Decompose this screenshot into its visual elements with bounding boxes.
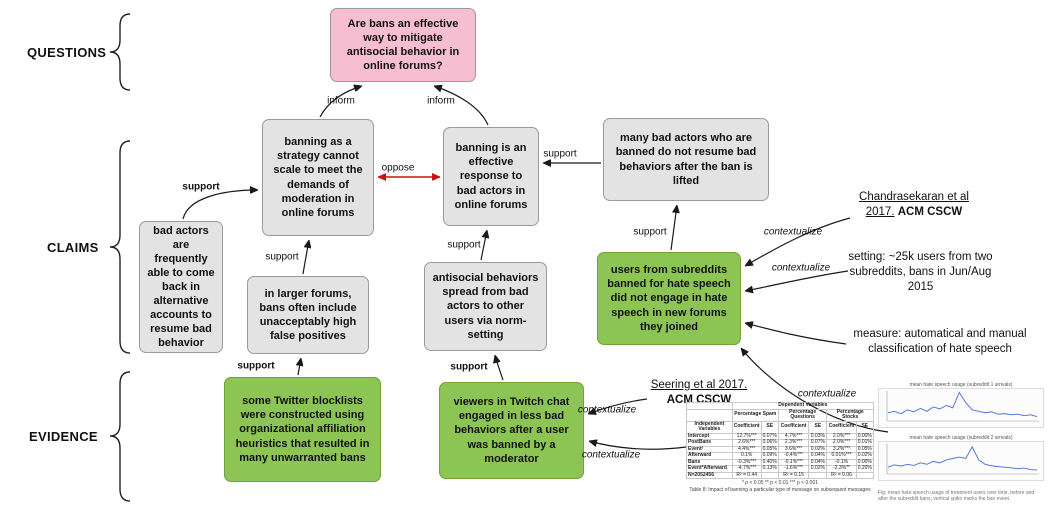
regression-table-thumbnail[interactable]: Dependent Variables Percentage Spam Perc…: [686, 402, 875, 493]
figure-title-2: mean hate speech usage (subreddit 2 arri…: [909, 435, 1013, 441]
edge-support-altaccounts-scale: [182, 190, 259, 220]
claim-alt-accounts-node[interactable]: bad actors are frequently able to come b…: [139, 221, 223, 353]
edge-support-twitch-normsetting: [495, 355, 504, 381]
claim-no-resume-text: many bad actors who are banned do not re…: [615, 132, 757, 187]
edge-label-support-6: support: [237, 360, 275, 372]
table-caption: Table 8: Impact of banning a particular …: [689, 487, 871, 493]
edge-ctx-chandrasekaran-subreddits: [745, 217, 851, 267]
setting-note[interactable]: setting: ~25k users from two subreddits,…: [848, 251, 993, 293]
claims-brace: [109, 140, 131, 354]
evidence-subreddits-text: users from subreddits banned for hate sp…: [607, 264, 731, 333]
edge-support-subreddits-noresume: [670, 204, 677, 251]
claim-effective-node[interactable]: banning is an effective response to bad …: [443, 127, 539, 226]
claim-norm-setting-text: antisocial behaviors spread from bad act…: [432, 272, 539, 341]
edge-label-inform-left: inform: [327, 95, 355, 107]
question-node[interactable]: Are bans an effective way to mitigate an…: [330, 8, 476, 82]
claim-effective-text: banning is an effective response to bad …: [454, 142, 528, 211]
edge-label-ctx-3: contextualize: [797, 388, 857, 400]
row-label-questions: QUESTIONS: [27, 45, 107, 60]
evidence-brace: [109, 371, 131, 502]
table-sub-se-3: SE: [855, 420, 875, 434]
edge-label-ctx-5: contextualize: [581, 449, 641, 461]
evidence-subreddits-node[interactable]: users from subreddits banned for hate sp…: [597, 252, 741, 345]
edge-label-ctx-2: contextualize: [771, 262, 831, 274]
table-sub-coef-3: Coefficient: [826, 420, 857, 434]
edge-label-oppose: oppose: [381, 162, 415, 174]
table-sub-coef-1: Coefficient: [731, 420, 762, 434]
seering-citation-text: Seering et al 2017.: [650, 379, 748, 391]
edge-support-normsetting-effective: [480, 230, 487, 261]
regression-table: Dependent Variables Percentage Spam Perc…: [686, 402, 875, 479]
edge-label-support-1: support: [182, 181, 220, 193]
row-label-claims: CLAIMS: [47, 240, 99, 255]
edge-ctx-setting-subreddits: [745, 270, 849, 291]
chandrasekaran-citation-venue: ACM CSCW: [897, 205, 963, 218]
edge-label-inform-right: inform: [427, 95, 455, 107]
edge-ctx-measure-subreddits: [745, 323, 847, 345]
table-colgroup-questions: Percentage Questions: [777, 408, 828, 422]
table-sub-se-1: SE: [760, 420, 779, 434]
edge-label-support-7: support: [450, 361, 488, 373]
table-footnote: * p < 0.05 ** p < 0.01 *** p < 0.001: [741, 480, 819, 486]
edge-label-support-4: support: [447, 239, 481, 251]
edge-support-blocklists-falsepositives: [298, 358, 301, 376]
claim-no-resume-node[interactable]: many bad actors who are banned do not re…: [603, 118, 769, 201]
claim-false-positives-text: in larger forums, bans often include una…: [259, 287, 357, 343]
edge-label-ctx-4: contextualize: [577, 404, 637, 416]
figure-caption: Fig: mean hate speech usage of treatment…: [878, 490, 1035, 502]
claim-cannot-scale-text: banning as a strategy cannot scale to me…: [273, 136, 363, 219]
questions-brace: [109, 13, 131, 91]
evidence-blocklists-text: some Twitter blocklists were constructed…: [235, 395, 370, 464]
edge-label-ctx-1: contextualize: [763, 226, 823, 238]
table-sub-coef-2: Coefficient: [777, 420, 810, 434]
measure-note[interactable]: measure: automatical and manual classifi…: [853, 328, 1027, 355]
hate-speech-figure[interactable]: mean hate speech usage (subreddit 1 arri…: [878, 382, 1044, 502]
question-node-text: Are bans an effective way to mitigate an…: [346, 17, 460, 73]
edge-support-falsepositives-scale: [302, 240, 309, 275]
evidence-blocklists-node[interactable]: some Twitter blocklists were constructed…: [224, 377, 381, 482]
claim-alt-accounts-text: bad actors are frequently able to come b…: [147, 224, 215, 350]
table-colgroup-spam: Percentage Spam: [731, 408, 779, 422]
chandrasekaran-citation[interactable]: Chandrasekaran et al 2017. ACM CSCW: [848, 190, 980, 220]
figure-title-1: mean hate speech usage (subreddit 1 arri…: [909, 382, 1013, 388]
figure-chart-2: [878, 441, 1044, 481]
chandrasekaran-citation-text: Chandrasekaran et al 2017.: [859, 191, 969, 218]
claim-cannot-scale-node[interactable]: banning as a strategy cannot scale to me…: [262, 119, 374, 236]
edge-label-support-3: support: [265, 251, 299, 263]
claim-norm-setting-node[interactable]: antisocial behaviors spread from bad act…: [424, 262, 547, 351]
edge-label-support-2: support: [543, 148, 577, 160]
table-row-header: Independent Variables: [686, 420, 733, 434]
table-sub-se-2: SE: [808, 420, 828, 434]
claim-false-positives-node[interactable]: in larger forums, bans often include una…: [247, 276, 369, 354]
table-colgroup-stocks: Percentage Stocks: [826, 408, 874, 422]
figure-chart-1: [878, 388, 1044, 428]
row-label-evidence: EVIDENCE: [29, 429, 98, 444]
evidence-twitch-text: viewers in Twitch chat engaged in less b…: [453, 396, 570, 465]
edge-ctx-table-twitch: [589, 441, 687, 450]
edge-label-support-5: support: [633, 226, 667, 238]
evidence-twitch-node[interactable]: viewers in Twitch chat engaged in less b…: [439, 382, 584, 479]
